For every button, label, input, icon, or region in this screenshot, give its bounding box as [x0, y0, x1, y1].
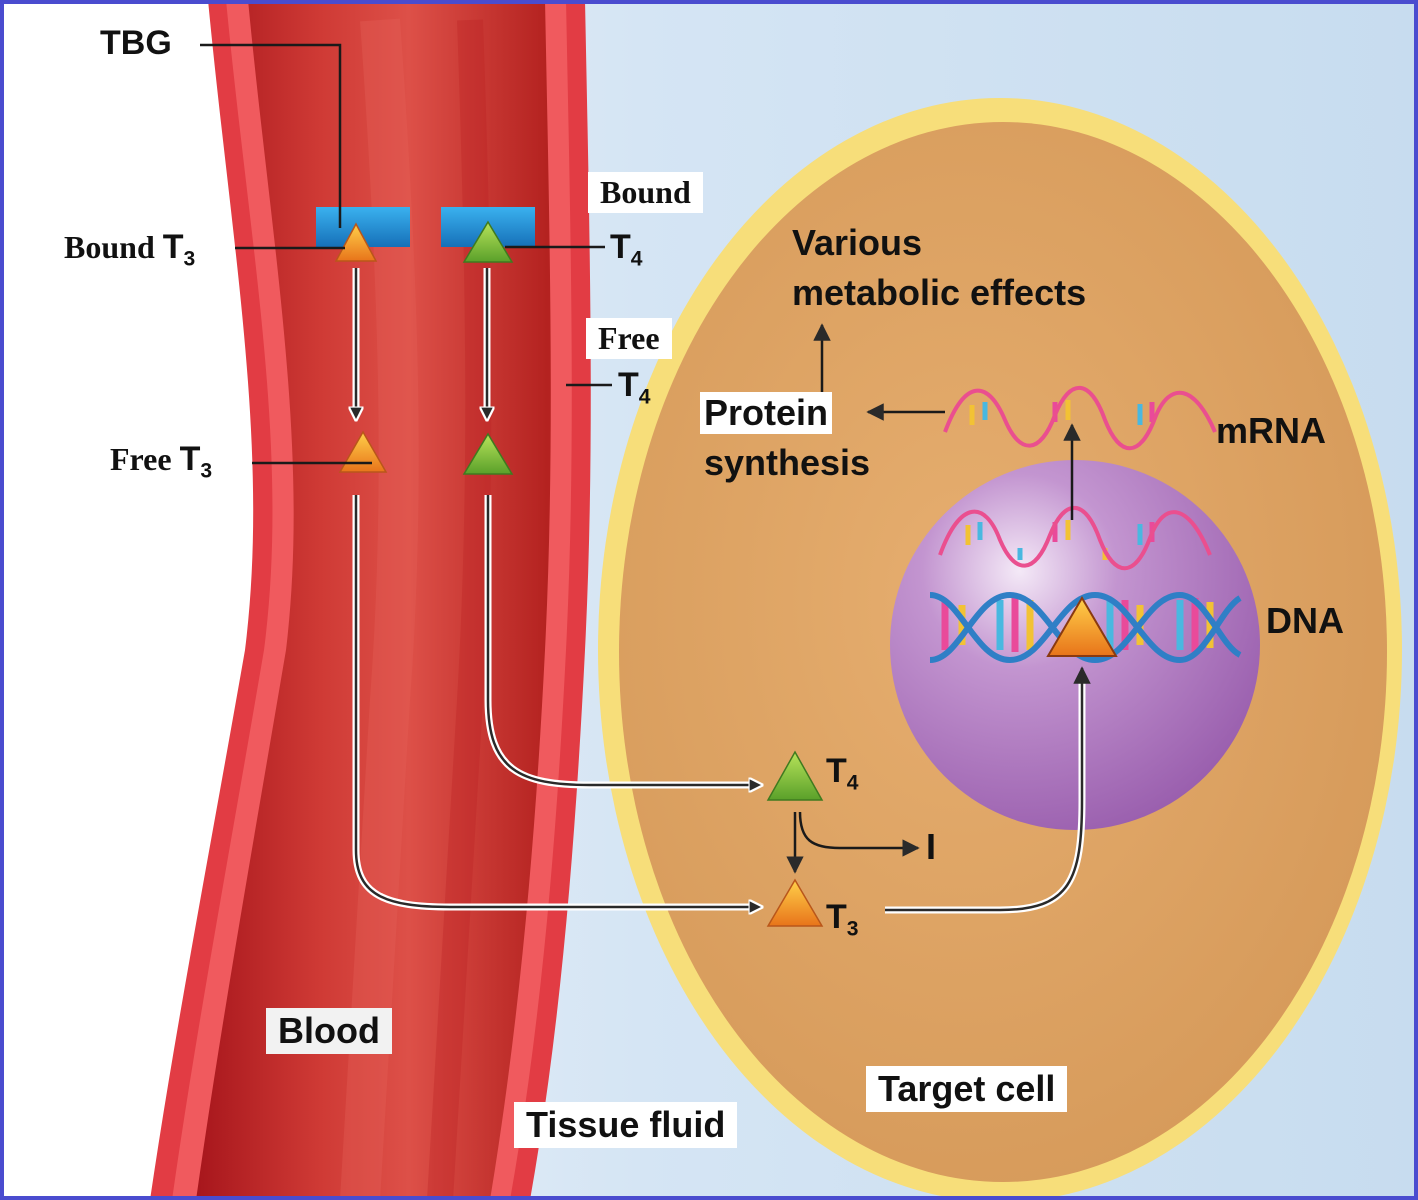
leader-lines	[200, 43, 612, 465]
cytoplasm-mrna	[943, 385, 1217, 451]
blood-label: Blood	[266, 1008, 392, 1054]
synthesis-label: synthesis	[704, 442, 871, 483]
metabolic-effects-label: metabolic effects	[792, 272, 1087, 313]
free-t4-triangle	[462, 432, 514, 475]
cell-t4-triangle	[766, 750, 824, 801]
receptor-t3-triangle	[1046, 596, 1118, 657]
bound-t3-label: Bound T3	[64, 228, 196, 271]
protein-label: Protein	[700, 392, 833, 434]
target-cell-label: Target cell	[866, 1066, 1068, 1112]
bound-t4-label: T4	[610, 228, 643, 271]
nuclear-mrna	[938, 505, 1212, 571]
free-t4-label: T4	[618, 366, 651, 409]
pathway-arrows	[356, 268, 1091, 910]
iodine-label: I	[926, 826, 937, 867]
t4-to-iodine-arrow	[798, 811, 920, 857]
blood-vessel	[150, 0, 591, 1200]
dna-helix	[929, 591, 1242, 664]
mrna-label: mRNA	[1216, 410, 1327, 451]
cell-t3-triangle	[766, 878, 824, 927]
cell-t4-label: T4	[826, 752, 859, 795]
dna-label: DNA	[1266, 600, 1344, 641]
free-right-label: Free	[586, 318, 672, 359]
tbg-label: TBG	[100, 24, 172, 62]
various-label: Various	[792, 222, 923, 263]
bound-t4-triangle	[462, 220, 514, 263]
cell-t3-label: T3	[826, 898, 859, 941]
bound-t3-triangle	[334, 222, 378, 262]
tbg-leader	[200, 43, 342, 228]
free-t3-label: Free T3	[110, 440, 213, 483]
blood-lumen	[196, 0, 551, 1200]
bound-right-label: Bound	[588, 172, 703, 213]
tissue-fluid-label: Tissue fluid	[514, 1102, 738, 1148]
